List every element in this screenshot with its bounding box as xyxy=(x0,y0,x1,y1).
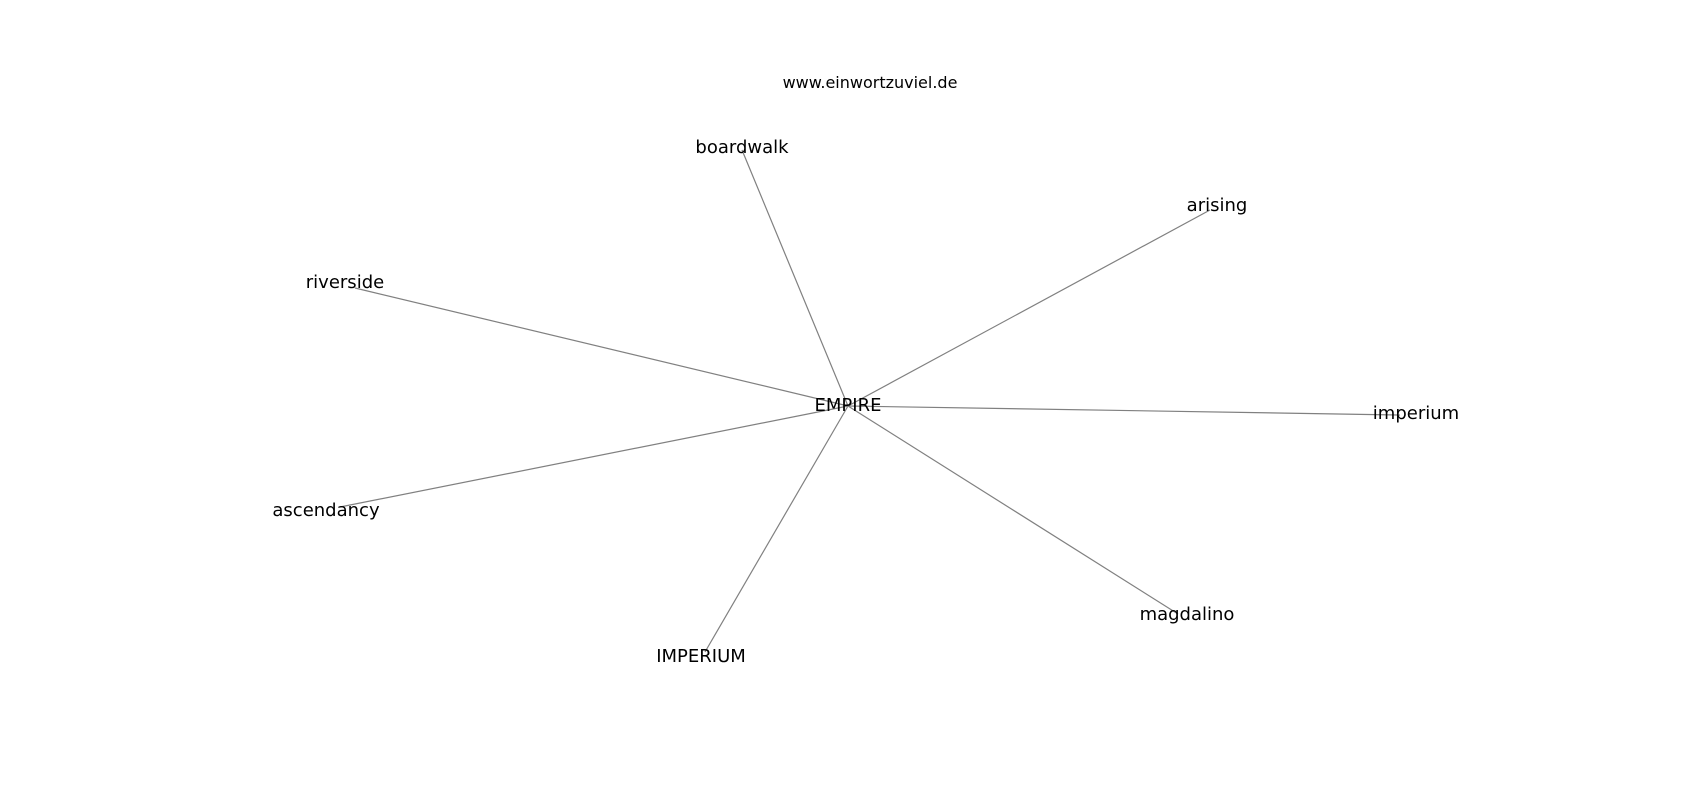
node-arising: arising xyxy=(1187,195,1248,216)
node-ascendancy: ascendancy xyxy=(272,500,380,521)
nodes-layer: EMPIRE boardwalk arising riverside imperium a… xyxy=(272,137,1459,667)
edge-empire-magdalino xyxy=(847,405,1179,615)
node-boardwalk: boardwalk xyxy=(695,137,789,158)
node-empire: EMPIRE xyxy=(815,395,882,416)
edge-empire-arising xyxy=(847,209,1211,407)
edge-empire-ascendancy xyxy=(339,405,849,508)
site-title: www.einwortzuviel.de xyxy=(783,73,958,92)
node-imperium: imperium xyxy=(1373,403,1459,424)
edge-empire-imperium xyxy=(847,405,1401,416)
node-imperium-upper: IMPERIUM xyxy=(656,646,746,667)
edge-empire-imperium_upper xyxy=(704,405,849,653)
edges-layer xyxy=(339,149,1401,653)
edge-empire-boardwalk xyxy=(741,149,849,407)
node-magdalino: magdalino xyxy=(1140,604,1235,625)
node-riverside: riverside xyxy=(306,272,384,293)
edge-empire-riverside xyxy=(354,287,849,407)
